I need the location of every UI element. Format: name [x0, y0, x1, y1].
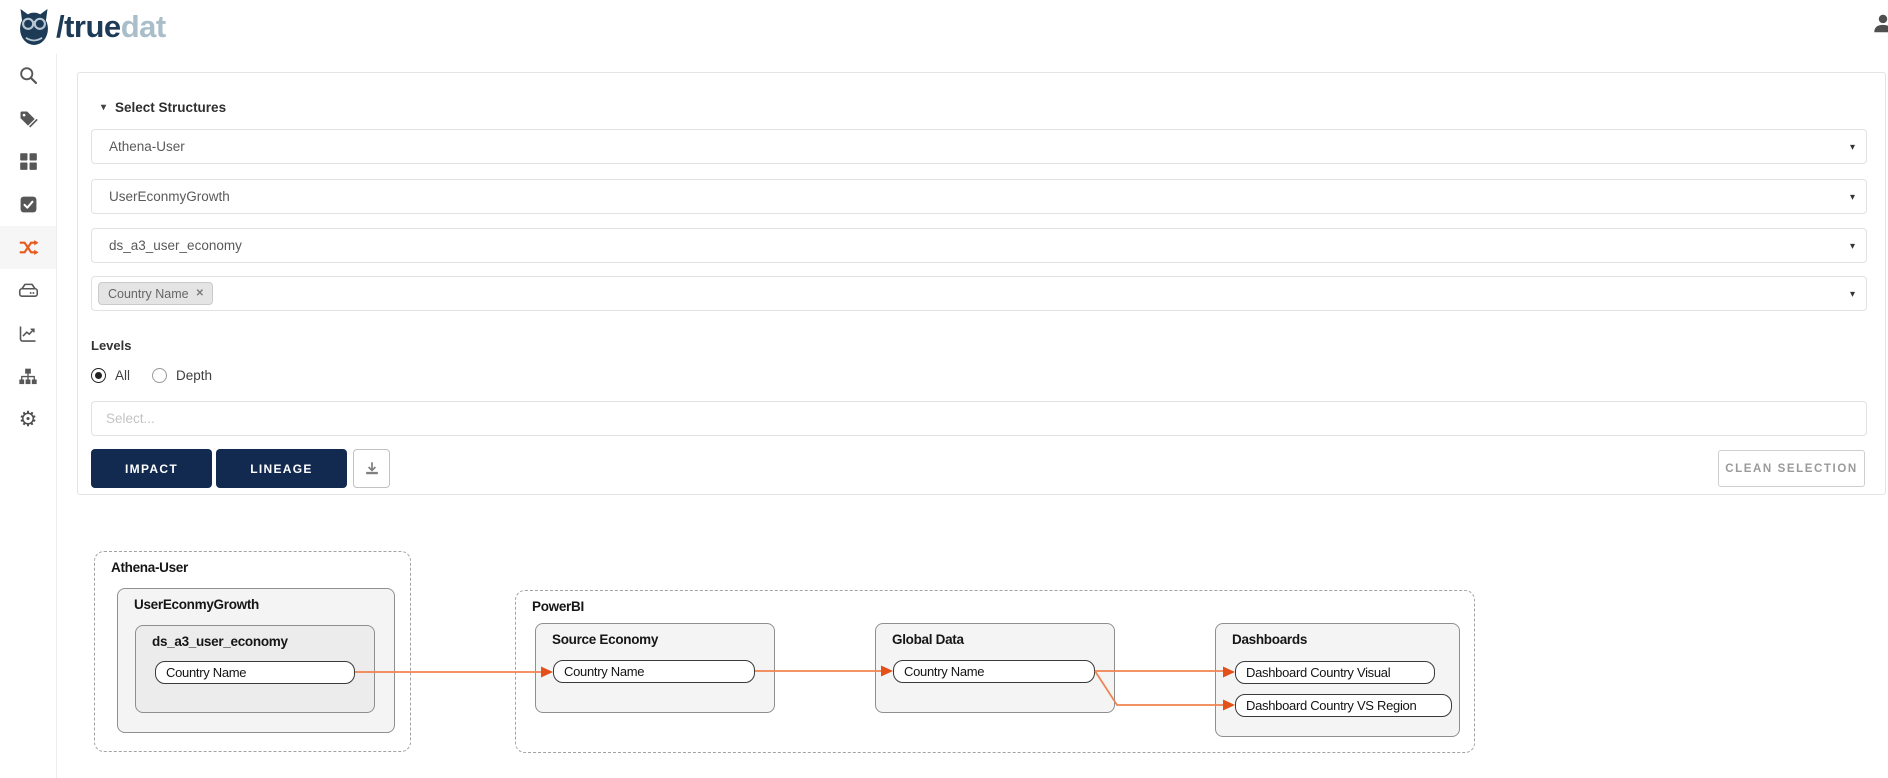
lineage-field-country-name-global[interactable]: Country Name: [893, 660, 1095, 683]
structure-select-system[interactable]: Athena-User ▾: [91, 129, 1867, 164]
sidebar-item-settings[interactable]: ⚙: [0, 398, 56, 441]
chart-line-icon: [19, 326, 36, 342]
lineage-button[interactable]: LINEAGE: [216, 449, 347, 488]
grid-icon: [19, 153, 37, 170]
check-square-icon: [20, 196, 36, 213]
search-icon: [19, 67, 37, 85]
sitemap-icon: [19, 368, 37, 384]
sidebar-item-quality[interactable]: [0, 183, 56, 226]
collapse-caret-icon: ▾: [101, 102, 107, 113]
select-value: ds_a3_user_economy: [109, 238, 242, 253]
node-label: ds_a3_user_economy: [152, 634, 288, 649]
node-label: Source Economy: [552, 632, 659, 647]
logo-text: /truedat: [56, 9, 166, 44]
node-label: UserEconmyGrowth: [134, 597, 259, 612]
sidebar-item-taxonomy[interactable]: [0, 355, 56, 398]
lineage-field-country-name-athena[interactable]: Country Name: [155, 661, 355, 684]
lineage-field-dashboard-country-visual[interactable]: Dashboard Country Visual: [1235, 661, 1435, 684]
selected-field-chip[interactable]: Country Name ✕: [98, 282, 213, 305]
radio-selected-icon: [91, 368, 106, 383]
levels-radio-group: All Depth: [91, 368, 212, 383]
chip-label: Country Name: [108, 286, 189, 301]
select-value: Athena-User: [109, 139, 185, 154]
depth-select-input[interactable]: [91, 401, 1867, 436]
dropdown-caret-icon: ▾: [1849, 142, 1855, 153]
radio-depth-label: Depth: [176, 368, 213, 383]
sidebar: ⚙: [0, 54, 57, 778]
lineage-filters-panel: ▾ Select Structures Athena-User ▾ UserEc…: [77, 72, 1886, 495]
node-label: Global Data: [892, 632, 964, 647]
app-header: /truedat: [0, 0, 1888, 54]
sidebar-item-search[interactable]: [0, 54, 56, 97]
gear-icon: ⚙: [18, 408, 38, 431]
dropdown-caret-icon: ▾: [1849, 289, 1855, 300]
group-label: PowerBI: [532, 599, 584, 614]
drawer-icon: [18, 283, 38, 297]
radio-unselected-icon: [152, 368, 168, 383]
sidebar-item-glossary[interactable]: [0, 97, 56, 140]
select-value: UserEconmyGrowth: [109, 189, 230, 204]
clean-selection-button[interactable]: CLEAN SELECTION: [1718, 450, 1865, 487]
structure-select-group[interactable]: UserEconmyGrowth ▾: [91, 179, 1867, 214]
download-icon: [365, 461, 378, 474]
sidebar-item-catalog[interactable]: [0, 140, 56, 183]
structure-select-table[interactable]: ds_a3_user_economy ▾: [91, 228, 1867, 263]
structure-select-field[interactable]: Country Name ✕ ▾: [91, 276, 1867, 311]
node-label: Dashboards: [1232, 632, 1308, 647]
user-icon[interactable]: [1872, 13, 1888, 35]
radio-depth[interactable]: Depth: [152, 368, 212, 383]
radio-all[interactable]: All: [91, 368, 130, 383]
levels-label: Levels: [91, 338, 132, 353]
download-button[interactable]: [353, 449, 390, 488]
impact-button[interactable]: IMPACT: [91, 449, 212, 488]
chip-remove-icon[interactable]: ✕: [195, 288, 204, 299]
radio-all-label: All: [115, 368, 131, 383]
tag-icon: [20, 111, 38, 128]
action-buttons: IMPACT LINEAGE: [91, 449, 390, 488]
select-structures-header[interactable]: ▾ Select Structures: [101, 100, 226, 115]
sidebar-item-sources[interactable]: [0, 269, 56, 312]
section-title: Select Structures: [115, 100, 227, 115]
sidebar-item-lineage[interactable]: [0, 226, 56, 269]
owl-logo-icon: [20, 9, 48, 46]
app-logo[interactable]: /truedat: [16, 5, 166, 49]
shuffle-icon: [19, 240, 39, 255]
lineage-field-country-name-source[interactable]: Country Name: [553, 660, 755, 683]
lineage-field-dashboard-country-vs-region[interactable]: Dashboard Country VS Region: [1235, 694, 1452, 717]
dropdown-caret-icon: ▾: [1849, 192, 1855, 203]
group-label: Athena-User: [111, 560, 188, 575]
sidebar-item-dashboards[interactable]: [0, 312, 56, 355]
dropdown-caret-icon: ▾: [1849, 241, 1855, 252]
